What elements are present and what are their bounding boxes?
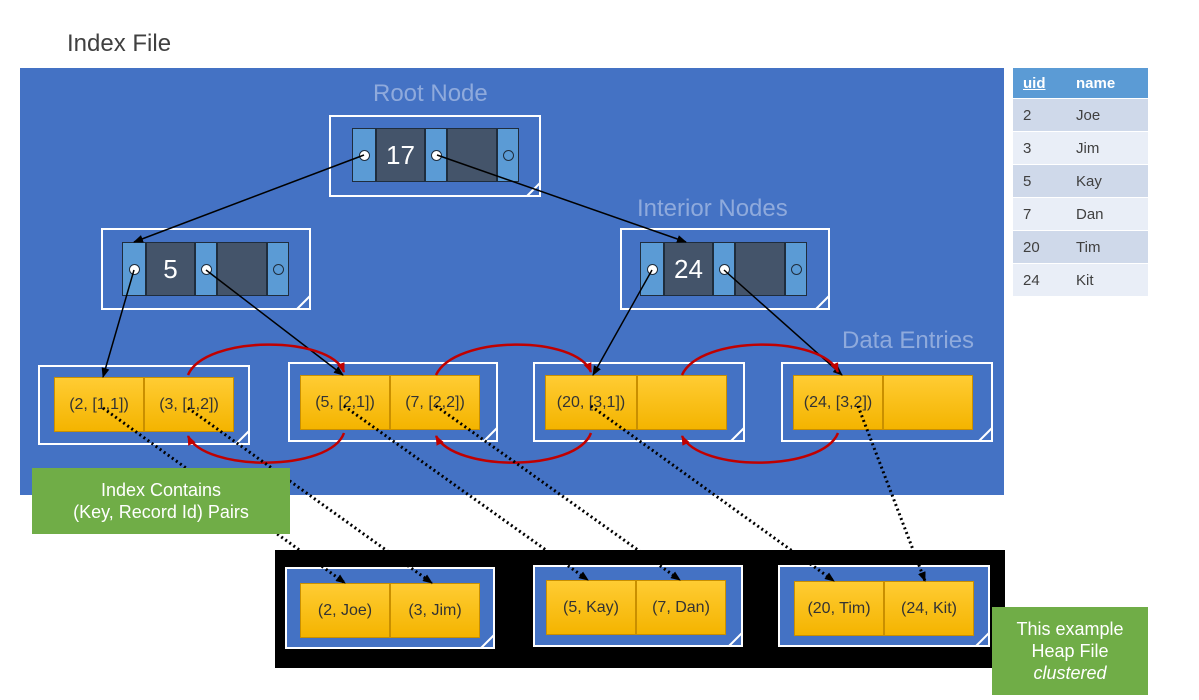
pointer-dot-icon bbox=[128, 263, 140, 275]
page-title: Index File bbox=[67, 30, 172, 57]
table-cell-uid: 3 bbox=[1013, 131, 1066, 165]
tree-pointer-arrows bbox=[101, 154, 843, 378]
root-key: 17 bbox=[376, 128, 425, 182]
note-line: Heap File bbox=[1031, 641, 1109, 661]
data-entries-label: Data Entries bbox=[842, 327, 975, 354]
leaf-entry: (3, [1,2]) bbox=[144, 377, 234, 432]
table-cell-name: Joe bbox=[1066, 98, 1148, 132]
leaf-entry: (24, [3,2]) bbox=[793, 375, 883, 430]
leaf-entry: (20, [3,1]) bbox=[545, 375, 637, 430]
interior-left-pointer-2 bbox=[267, 242, 289, 296]
heap-record: (24, Kit) bbox=[884, 581, 974, 636]
table-cell-name: Dan bbox=[1066, 197, 1148, 231]
heap-record: (3, Jim) bbox=[390, 583, 480, 638]
table-cell-uid: 2 bbox=[1013, 98, 1066, 132]
interior-left-pointer-1 bbox=[195, 242, 217, 296]
pointer-dot-icon bbox=[430, 149, 442, 161]
column-header-name: name bbox=[1066, 68, 1148, 99]
leaf-entry: (2, [1,1]) bbox=[54, 377, 144, 432]
table-cell-name: Kay bbox=[1066, 164, 1148, 198]
heap-file-note: This example Heap File clustered bbox=[992, 607, 1148, 695]
interior-right-pointer-2 bbox=[785, 242, 807, 296]
interior-right-pointer-0 bbox=[640, 242, 664, 296]
table-cell-name: Tim bbox=[1066, 230, 1148, 264]
root-pointer-2 bbox=[497, 128, 519, 182]
interior-right-pointer-1 bbox=[713, 242, 735, 296]
table-cell-name: Kit bbox=[1066, 263, 1148, 296]
interior-nodes-label: Interior Nodes bbox=[637, 195, 788, 222]
leaf-entry: (7, [2,2]) bbox=[390, 375, 480, 430]
leaf-entry-empty bbox=[883, 375, 973, 430]
note-line-clustered: clustered bbox=[1033, 663, 1107, 683]
table-cell-uid: 5 bbox=[1013, 164, 1066, 198]
note-line: (Key, Record Id) Pairs bbox=[73, 502, 249, 522]
heap-record: (20, Tim) bbox=[794, 581, 884, 636]
page-corner-marks bbox=[235, 182, 993, 649]
table-cell-uid: 24 bbox=[1013, 263, 1066, 296]
leaf-entry-empty bbox=[637, 375, 727, 430]
pointer-dot-icon bbox=[200, 263, 212, 275]
heap-record: (2, Joe) bbox=[300, 583, 390, 638]
interior-left-pointer-0 bbox=[122, 242, 146, 296]
heap-record: (7, Dan) bbox=[636, 580, 726, 635]
table-cell-name: Jim bbox=[1066, 131, 1148, 165]
heap-record: (5, Kay) bbox=[546, 580, 636, 635]
record-id-arrows bbox=[102, 404, 927, 585]
pointer-dot-icon bbox=[646, 263, 658, 275]
leaf-page-4 bbox=[781, 362, 993, 442]
note-line: Index Contains bbox=[100, 480, 222, 500]
note-line: This example bbox=[1016, 619, 1124, 639]
interior-node-page-left bbox=[101, 228, 311, 310]
sibling-link-arrows bbox=[186, 343, 840, 464]
leaf-entry: (5, [2,1]) bbox=[300, 375, 390, 430]
root-node-page bbox=[329, 115, 541, 197]
pointer-dot-icon bbox=[502, 149, 514, 161]
interior-node-page-right bbox=[620, 228, 830, 310]
interior-right-key: 24 bbox=[664, 242, 713, 296]
interior-left-key: 5 bbox=[146, 242, 195, 296]
table-cell-uid: 7 bbox=[1013, 197, 1066, 231]
index-contains-note: Index Contains (Key, Record Id) Pairs bbox=[32, 468, 290, 534]
leaf-page-3 bbox=[533, 362, 745, 442]
leaf-page-1 bbox=[38, 365, 250, 445]
table-header-row: uid name bbox=[1013, 68, 1148, 99]
column-header-uid: uid bbox=[1013, 68, 1066, 99]
table-cell-uid: 20 bbox=[1013, 230, 1066, 264]
root-node-label: Root Node bbox=[373, 80, 488, 107]
pointer-dot-icon bbox=[718, 263, 730, 275]
root-pointer-1 bbox=[425, 128, 447, 182]
interior-left-empty-key bbox=[217, 242, 267, 296]
pointer-dot-icon bbox=[272, 263, 284, 275]
pointer-dot-icon bbox=[790, 263, 802, 275]
